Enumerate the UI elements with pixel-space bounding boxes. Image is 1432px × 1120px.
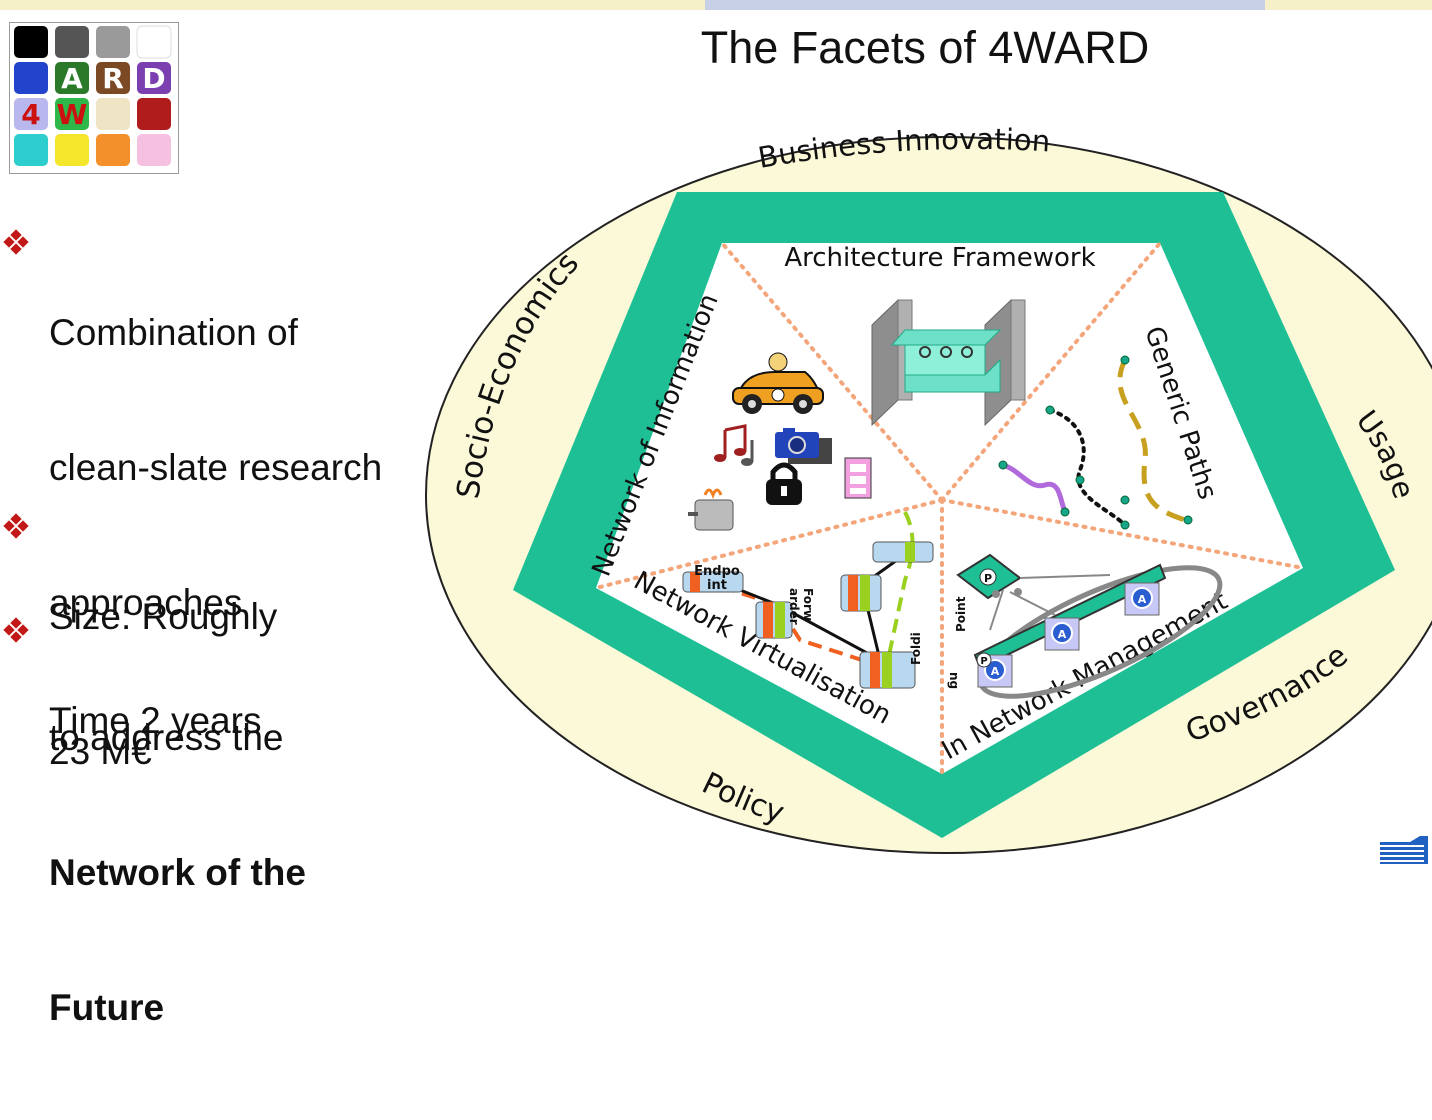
- bullet-diamond-icon: [3, 513, 29, 539]
- node-label-p-top: P: [984, 572, 992, 585]
- bullet-line: Size: Roughly: [49, 596, 278, 637]
- bullet-line-bold: Future: [49, 987, 165, 1028]
- bullet-line: to address the: [49, 717, 284, 758]
- node-label-p-bottom: P: [980, 656, 987, 667]
- slide-title: The Facets of 4WARD: [700, 22, 1150, 73]
- top-decor-bar: [0, 0, 1432, 10]
- node-label-folding-1: Foldi: [909, 632, 923, 665]
- bullet-diamond-icon: [3, 229, 29, 255]
- logo-letter-4: 4: [21, 98, 40, 131]
- camera-icon: [775, 428, 832, 464]
- corner-logo-icon: [1380, 836, 1428, 864]
- facets-diagram: Business Innovation Socio-Economics Usag…: [425, 122, 1432, 854]
- bullet-diamond-icon: [3, 617, 29, 643]
- bullet-line: Combination of: [49, 312, 298, 353]
- film-icon: [844, 457, 872, 499]
- management-illustration: P A A A P: [956, 553, 1223, 699]
- bullet-line: 23 M€: [49, 731, 152, 772]
- node-label-a-2: A: [1058, 628, 1067, 641]
- virtualisation-illustration: Endpo int Forw arder Foldi ng Point: [682, 511, 968, 689]
- 4ward-logo: A R D 4 W: [9, 22, 179, 174]
- toaster-icon: [688, 488, 734, 531]
- node-label-folding-3: Point: [954, 596, 968, 632]
- bullet-line: clean-slate research: [49, 447, 383, 488]
- lock-icon: [766, 462, 802, 505]
- top-decor-blue: [705, 0, 1265, 10]
- architecture-cube-icon: [871, 298, 1026, 427]
- node-label-endpoint-1: Endpo: [694, 564, 740, 579]
- logo-letter-w: W: [57, 98, 88, 131]
- node-label-folding-2: ng: [947, 672, 961, 689]
- node-label-forwarder-1: Forw: [801, 588, 815, 621]
- bullet-line: Time 2 years: [49, 700, 262, 741]
- logo-letter-d: D: [142, 62, 165, 95]
- node-label-endpoint-2: int: [707, 578, 727, 593]
- node-label-a-3: A: [1138, 593, 1147, 606]
- node-label-a-1: A: [991, 665, 1000, 678]
- bullet-line: approaches: [49, 582, 243, 623]
- logo-letter-r: R: [102, 62, 124, 95]
- logo-letter-a: A: [61, 62, 83, 95]
- music-note-icon: [714, 424, 754, 466]
- generic-paths-illustration: [998, 355, 1193, 530]
- node-label-forwarder-2: arder: [787, 588, 801, 625]
- car-icon: [732, 352, 824, 414]
- segment-label-architecture-framework: Architecture Framework: [784, 243, 1095, 273]
- segment-dividers: [594, 241, 1305, 776]
